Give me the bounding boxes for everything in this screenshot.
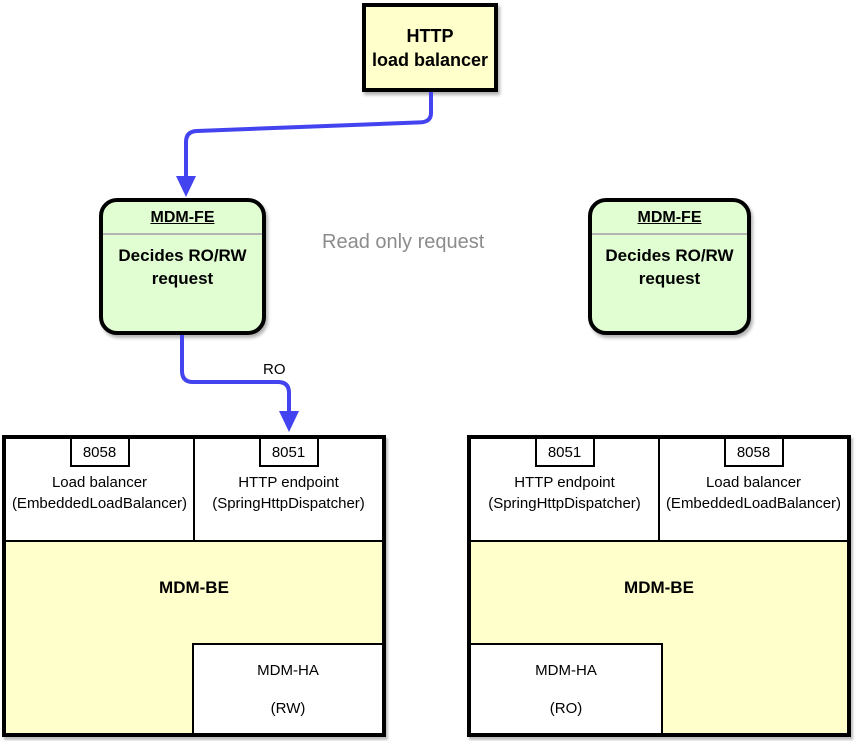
column-impl: (SpringHttpDispatcher) — [488, 495, 641, 512]
mdm-fe-left-node: MDM-FE Decides RO/RW request — [99, 198, 266, 335]
column-impl: (EmbeddedLoadBalancer) — [11, 495, 188, 512]
mdm-ha-ro-title: MDM-HA — [535, 661, 597, 679]
mdm-be-left-area: MDM-BE MDM-HA (RW) — [6, 542, 382, 733]
edge-lb-to-fe — [184, 92, 433, 178]
mdm-fe-right-body: Decides RO/RW request — [592, 235, 747, 290]
mdm-ha-rw-title: MDM-HA — [257, 661, 319, 679]
read-only-request-label: Read only request — [322, 231, 485, 253]
column-name: HTTP endpoint — [514, 474, 615, 491]
mdm-ha-ro-node: MDM-HA (RO) — [471, 643, 663, 733]
http-lb-label-line2: load balancer — [371, 49, 489, 70]
column-name: Load balancer — [51, 474, 148, 491]
mdm-fe-left-title: MDM-FE — [103, 202, 262, 235]
mdm-be-right-label: MDM-BE — [624, 578, 694, 597]
edge-fe-to-be-arrowhead — [279, 411, 299, 432]
ro-edge-label: RO — [263, 361, 286, 378]
http-endpoint-column: 8051 HTTP endpoint (SpringHttpDispatcher… — [471, 439, 658, 540]
column-impl: (EmbeddedLoadBalancer) — [665, 495, 842, 512]
mdm-be-left-node: 8058 Load balancer (EmbeddedLoadBalancer… — [2, 435, 386, 737]
port-badge-8058: 8058 — [723, 439, 784, 467]
mdm-fe-right-title: MDM-FE — [592, 202, 747, 235]
mdm-fe-right-body-line2: request — [638, 269, 701, 288]
edge-lb-to-fe-arrowhead — [176, 176, 196, 197]
mdm-fe-right-body-line1: Decides RO/RW — [605, 246, 734, 265]
column-name: Load balancer — [705, 474, 802, 491]
port-badge-8051: 8051 — [258, 439, 319, 467]
http-load-balancer-node: HTTP load balancer — [362, 3, 498, 92]
load-balancer-column: 8058 Load balancer (EmbeddedLoadBalancer… — [6, 439, 193, 540]
http-lb-label-line1: HTTP — [406, 25, 454, 46]
port-badge-8051: 8051 — [534, 439, 595, 467]
http-endpoint-column: 8051 HTTP endpoint (SpringHttpDispatcher… — [193, 439, 382, 540]
load-balancer-column: 8058 Load balancer (EmbeddedLoadBalancer… — [658, 439, 847, 540]
column-name: HTTP endpoint — [238, 474, 339, 491]
mdm-fe-right-node: MDM-FE Decides RO/RW request — [588, 198, 751, 335]
mdm-be-left-top-row: 8058 Load balancer (EmbeddedLoadBalancer… — [6, 439, 382, 542]
port-badge-8058: 8058 — [69, 439, 130, 467]
mdm-be-right-top-row: 8051 HTTP endpoint (SpringHttpDispatcher… — [471, 439, 847, 542]
column-impl: (SpringHttpDispatcher) — [212, 495, 365, 512]
mdm-fe-left-body-line2: request — [151, 269, 214, 288]
mdm-ha-rw-node: MDM-HA (RW) — [192, 643, 382, 733]
mdm-fe-left-body: Decides RO/RW request — [103, 235, 262, 290]
mdm-ha-ro-mode: (RO) — [549, 699, 583, 717]
mdm-be-left-label: MDM-BE — [159, 578, 229, 597]
mdm-ha-rw-mode: (RW) — [270, 699, 306, 717]
mdm-be-right-node: 8051 HTTP endpoint (SpringHttpDispatcher… — [467, 435, 851, 737]
mdm-be-right-area: MDM-BE MDM-HA (RO) — [471, 542, 847, 733]
mdm-fe-left-body-line1: Decides RO/RW — [118, 246, 247, 265]
